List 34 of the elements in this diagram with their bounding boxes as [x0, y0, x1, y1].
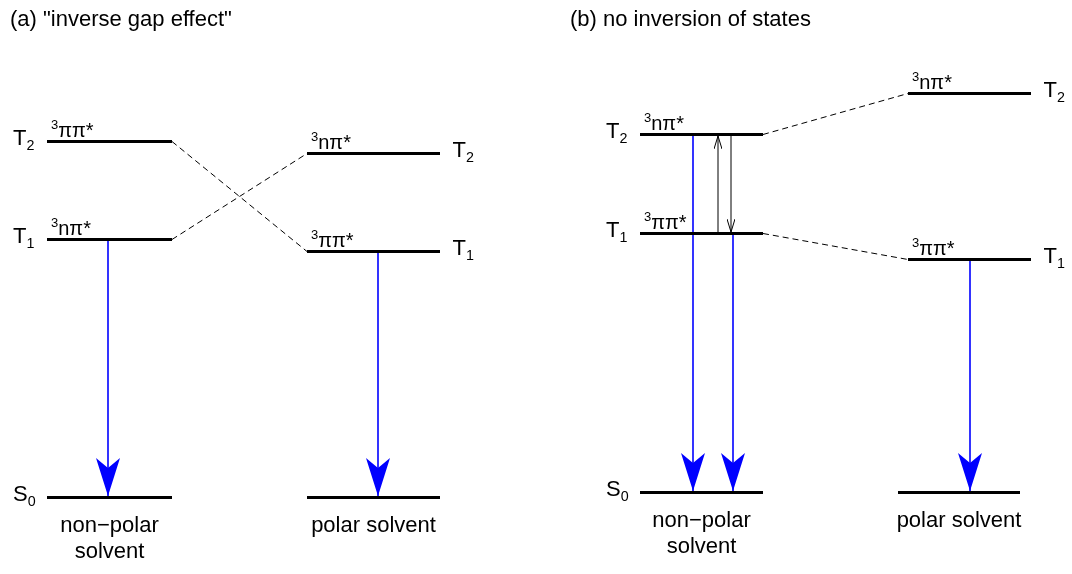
transition-arrow	[713, 135, 723, 233]
solvent-label: non−polar solvent	[59, 512, 160, 564]
solvent-label: non−polar solvent	[651, 507, 752, 559]
level-label: T$_{1}$	[606, 218, 628, 248]
state-label: $^{3}$nπ*	[311, 128, 351, 153]
transition-arrow	[366, 252, 390, 497]
state-label: $^{3}$nπ*	[912, 68, 952, 93]
transition-arrow	[958, 260, 982, 492]
transition-arrow	[681, 135, 705, 492]
state-label: $^{3}$ππ*	[51, 116, 94, 141]
correlation-line	[171, 141, 308, 252]
solvent-label: polar solvent	[310, 512, 437, 538]
level-label: T$_{2}$	[13, 126, 35, 156]
state-label: $^{3}$nπ*	[644, 109, 684, 134]
panel-title: (b) no inversion of states	[570, 6, 811, 32]
state-label: $^{3}$ππ*	[644, 208, 687, 233]
level-label: T$_{1}$	[1043, 244, 1065, 274]
level-label: S$_{0}$	[606, 477, 629, 507]
state-label: $^{3}$ππ*	[912, 234, 955, 259]
level-label: T$_{2}$	[452, 138, 474, 168]
transition-arrow	[721, 234, 745, 492]
level-label: T$_{1}$	[452, 236, 474, 266]
correlation-line	[762, 93, 909, 135]
level-label: S$_{0}$	[13, 482, 36, 512]
state-label: $^{3}$nπ*	[51, 214, 91, 239]
transition-arrow	[96, 240, 120, 497]
level-label: T$_{2}$	[1043, 78, 1065, 108]
level-label: T$_{2}$	[606, 119, 628, 149]
correlation-line	[762, 233, 909, 260]
solvent-label: polar solvent	[895, 507, 1023, 533]
state-label: $^{3}$ππ*	[311, 226, 354, 251]
panel-title: (a) "inverse gap effect"	[10, 6, 232, 32]
level-label: T$_{1}$	[13, 224, 35, 254]
transition-arrow	[726, 135, 736, 233]
